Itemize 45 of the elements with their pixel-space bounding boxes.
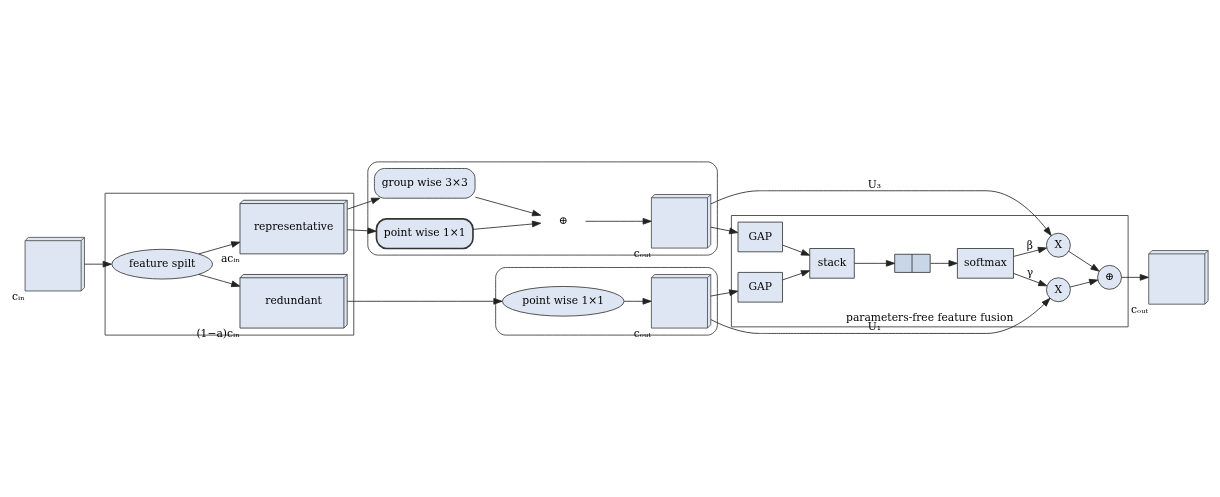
node-ellipse: feature spilt xyxy=(111,248,213,280)
node-label: (1−a)cᵢₙ xyxy=(196,326,240,340)
arrow xyxy=(198,274,241,288)
arrow xyxy=(623,298,652,305)
node-circle: ⊕ xyxy=(1097,265,1122,290)
edge-label: U₃ xyxy=(867,177,882,191)
arrow xyxy=(853,260,895,267)
arrow xyxy=(472,220,542,230)
arrow xyxy=(710,289,739,297)
arrow xyxy=(1013,273,1048,287)
node-label: cₒᵤₜ xyxy=(1131,302,1149,316)
arrow xyxy=(930,260,958,267)
node-circle: X xyxy=(1046,232,1071,258)
edge-label: γ xyxy=(1026,266,1034,280)
edge-label: β xyxy=(1026,238,1034,252)
arrow xyxy=(198,241,241,255)
arrow xyxy=(1068,251,1100,272)
node-label: cₒᵤₜ xyxy=(633,246,651,260)
arrow xyxy=(710,226,739,235)
arrow xyxy=(782,244,811,256)
node-label: acᵢₙ xyxy=(220,252,241,266)
arrow xyxy=(782,270,811,281)
arrow xyxy=(346,298,503,305)
arrow xyxy=(84,260,112,268)
arrow xyxy=(710,297,1051,334)
node-box: softmax xyxy=(956,248,1014,279)
edge-label: U₁ xyxy=(867,320,882,334)
node-box: GAP xyxy=(737,221,783,253)
node-label: cᵢₙ xyxy=(12,289,25,303)
arrow xyxy=(1121,274,1149,281)
arrow xyxy=(585,218,652,225)
arrow xyxy=(347,197,381,210)
arrow xyxy=(1013,246,1047,257)
node-box: group wise 3×3 xyxy=(374,168,476,199)
arrow xyxy=(474,196,542,217)
arrow xyxy=(347,227,377,235)
node-box: point wise 1×1 xyxy=(375,218,474,250)
node-box: GAP xyxy=(737,272,783,303)
node-label: cₒᵤₜ xyxy=(633,326,651,340)
node-circle: X xyxy=(1046,277,1071,303)
node-text: ⊕ xyxy=(558,214,568,228)
node-ellipse: point wise 1×1 xyxy=(501,286,625,317)
node-box: stack xyxy=(809,248,855,279)
arrow xyxy=(710,190,1052,236)
arrow xyxy=(1069,278,1099,288)
